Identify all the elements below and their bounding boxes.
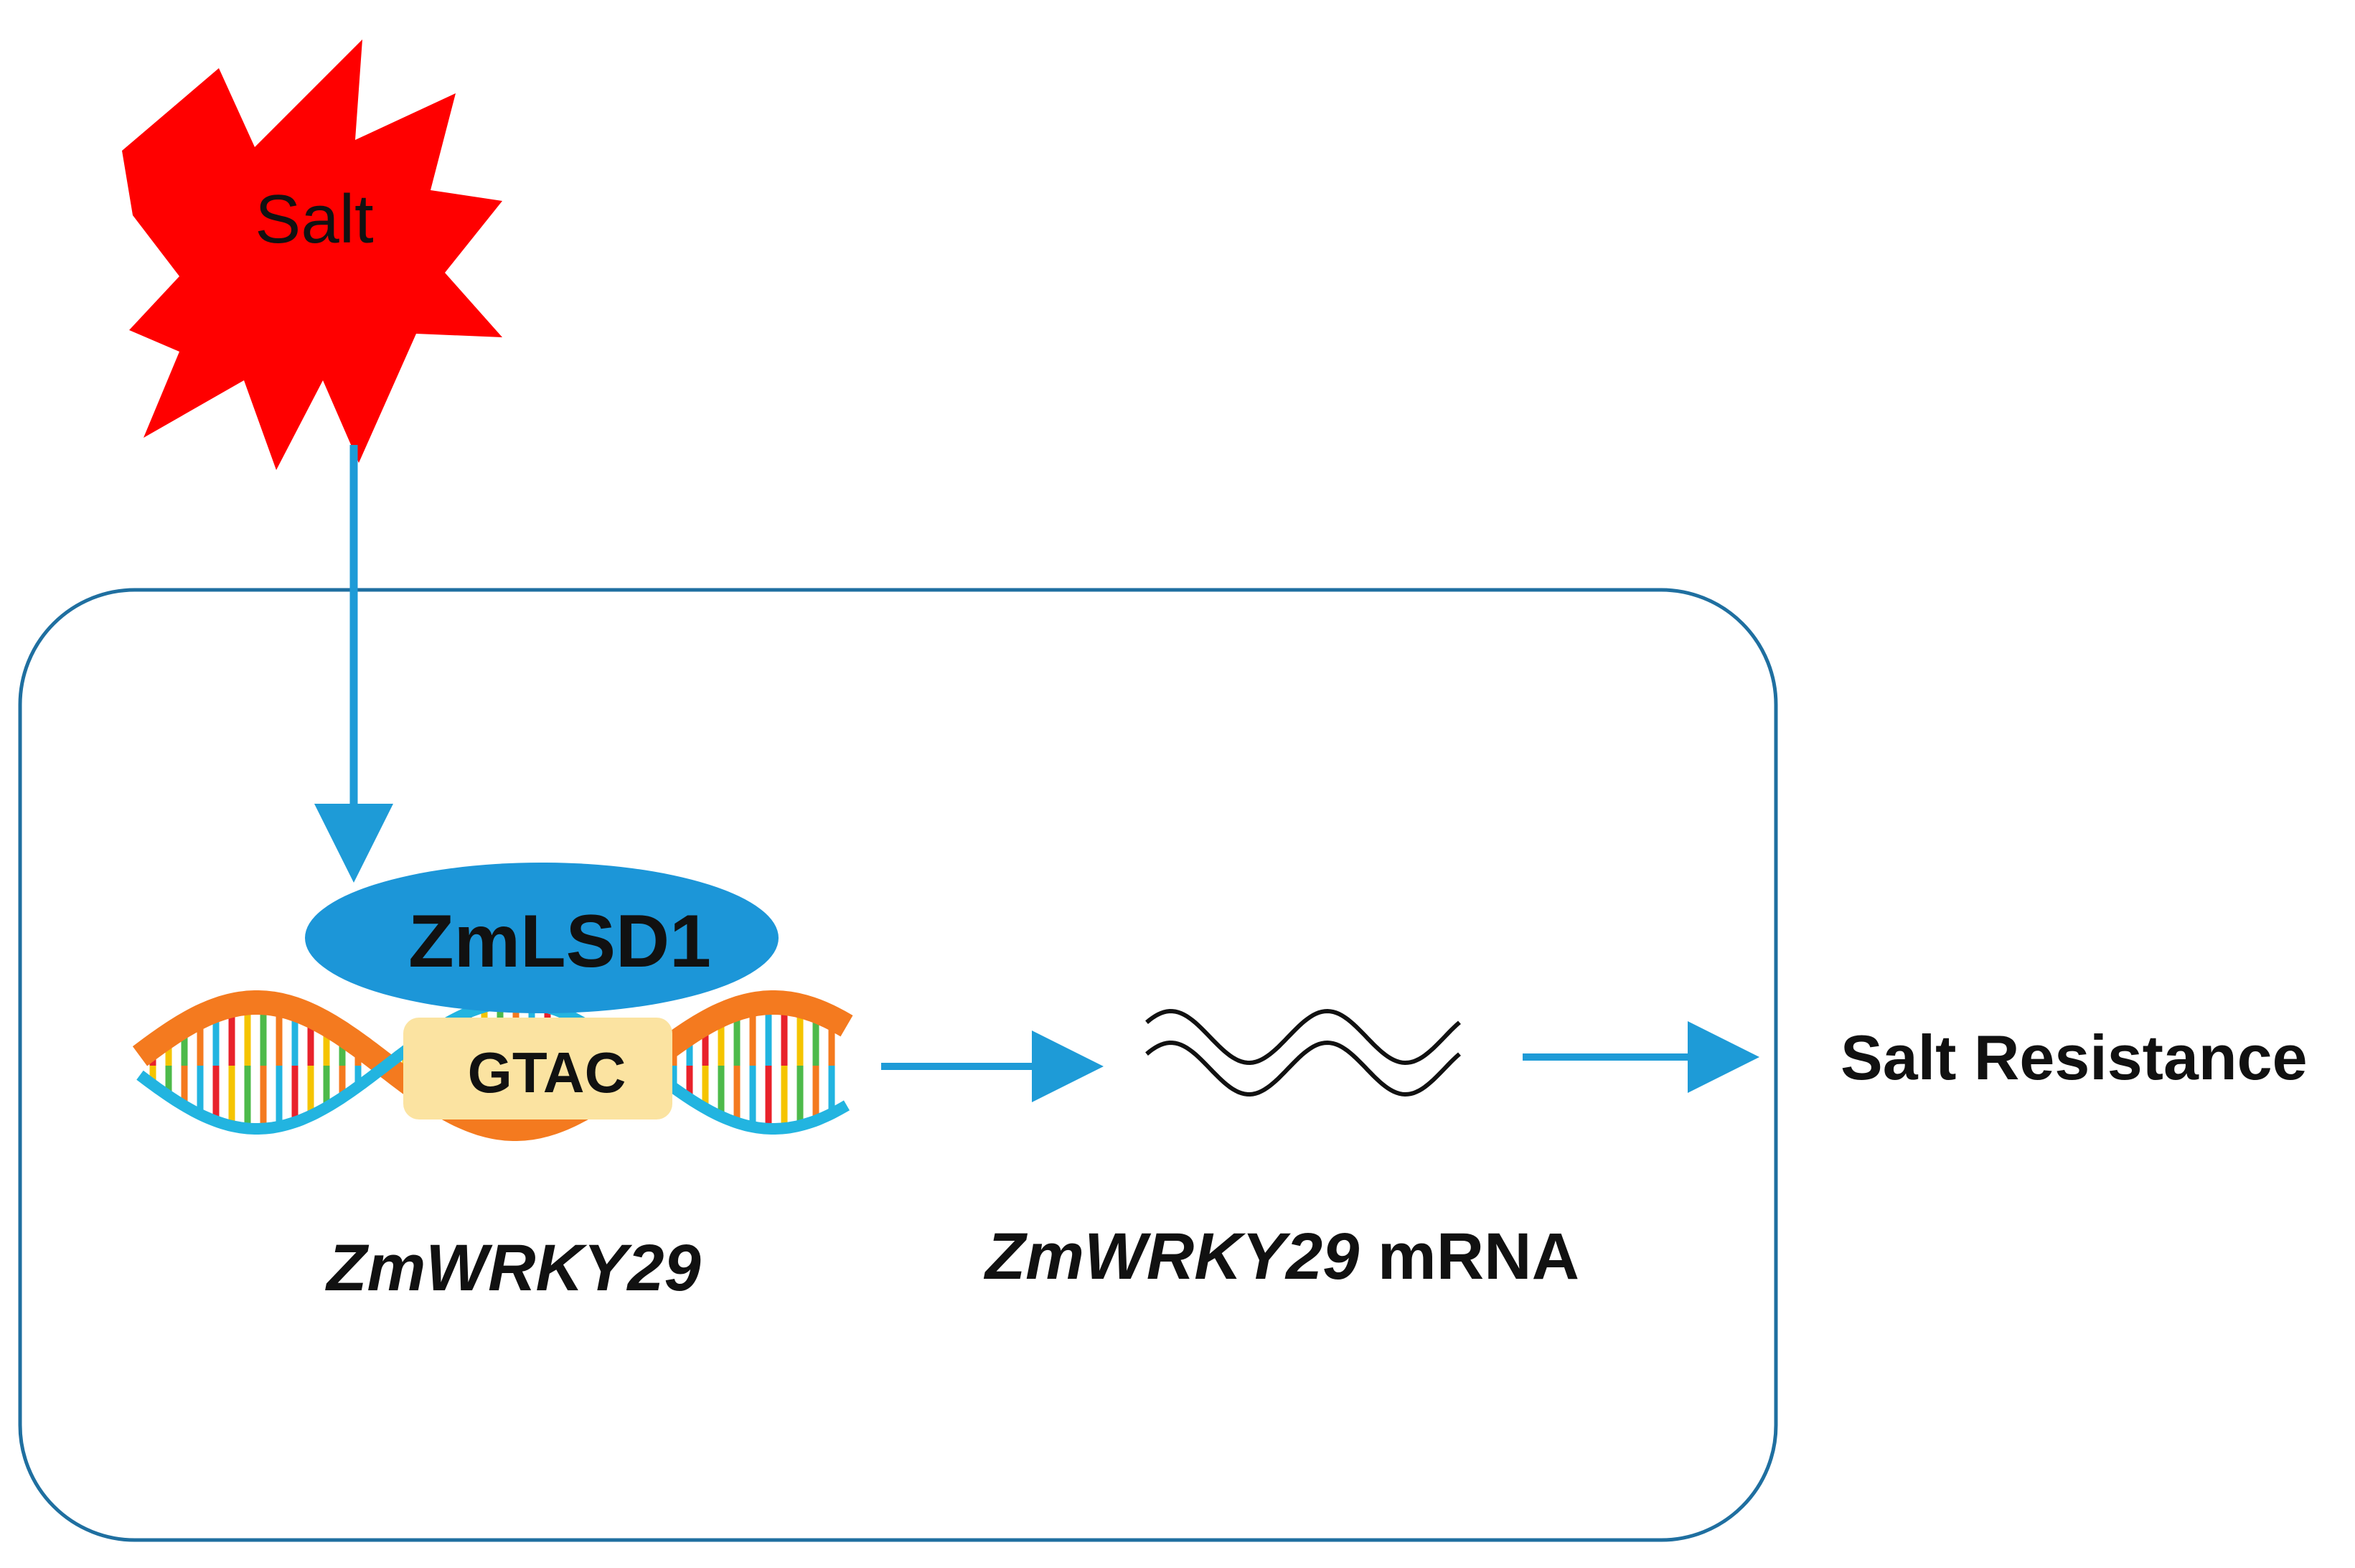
gene-label: ZmWRKY29 [324,1231,700,1305]
burst-icon [122,39,502,470]
mrna-wave-lower [1145,1040,1461,1097]
mrna-gene-italic: ZmWRKY29 [983,1220,1359,1293]
zmlsd1-label: ZmLSD1 [408,900,711,983]
dna-strand-orange [132,990,853,1141]
salt-label: Salt [255,181,373,258]
mrna-icon [1145,1008,1461,1097]
salt-burst: Salt [122,39,502,470]
zmlsd1-ellipse [305,863,779,1013]
gtac-box [403,1018,672,1119]
mrna-label: ZmWRKY29 mRNA [983,1220,1579,1293]
mrna-wave-upper [1145,1008,1461,1066]
zmlsd1-protein: ZmLSD1 [305,863,779,1013]
gtac-motif: GTAC [403,1018,672,1119]
mrna-suffix: mRNA [1359,1220,1579,1293]
cell-boundary [18,588,1778,1542]
salt-resistance-label: Salt Resistance [1841,1022,2308,1093]
gtac-label: GTAC [468,1041,626,1104]
